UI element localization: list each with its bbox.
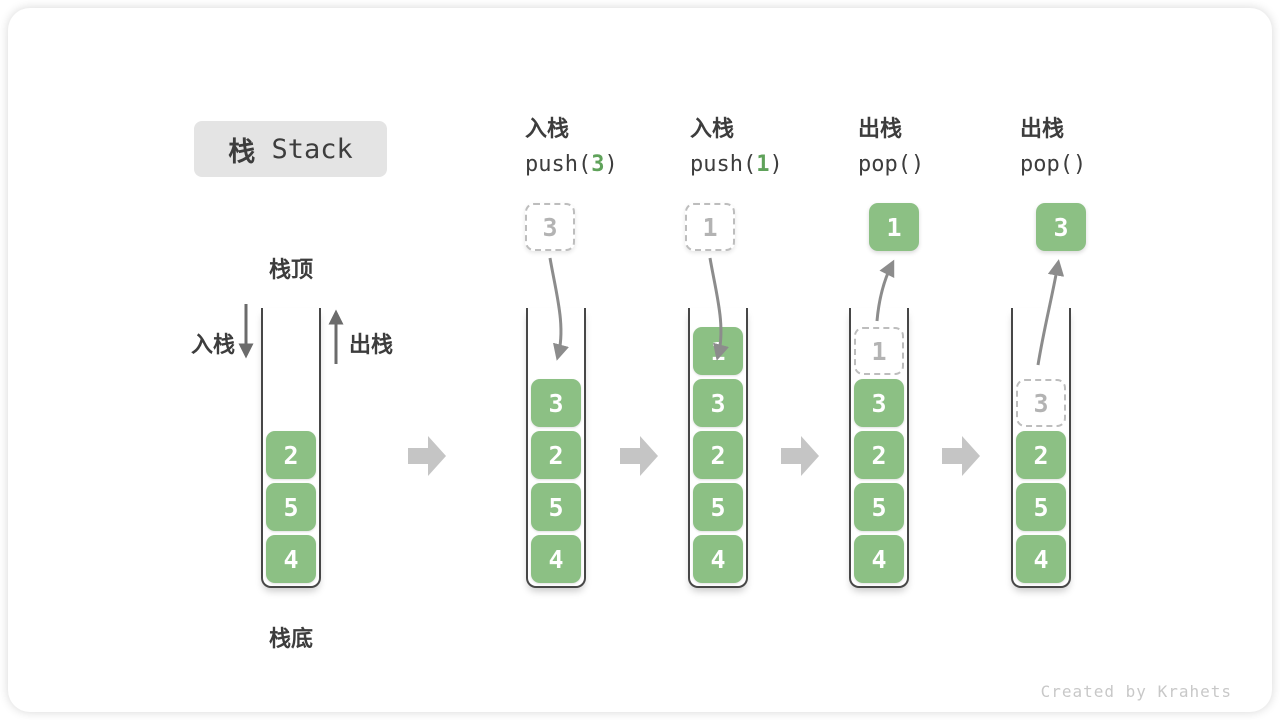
floating-push-value-3: 3 [525,203,575,251]
label-stack-top: 栈顶 [269,258,314,283]
code-arg: 3 [591,152,605,177]
op-action: 入栈 [690,117,735,142]
op-label-pop-second: 出栈 pop() [1020,115,1086,185]
stack4-ghost-cell: 1 [854,327,904,375]
diagram-card: 栈 Stack 入栈 push(3) 入栈 push(1) 出栈 pop() 出… [8,8,1272,712]
title-en: Stack [255,133,353,165]
stack3-cell: 2 [693,431,743,479]
stack4-cell: 2 [854,431,904,479]
floating-popped-value-1: 1 [869,203,919,251]
label-push-side: 入栈 [191,333,236,358]
stack2-cell: 4 [531,535,581,583]
code-post: ) [604,152,618,177]
stack3-cell: 5 [693,483,743,531]
stack3-cell: 3 [693,379,743,427]
floating-push-value-1: 1 [685,203,735,251]
code-pre: pop( [1020,152,1073,177]
stack5-cell: 5 [1016,483,1066,531]
title-zh: 栈 [228,136,256,168]
code-pre: push( [525,152,592,177]
stack4-cell: 4 [854,535,904,583]
stack1-cell: 4 [266,535,316,583]
code-pre: pop( [858,152,911,177]
stack5-cell: 4 [1016,535,1066,583]
code-pre: push( [690,152,757,177]
step-arrow-4 [942,436,980,476]
op-label-push1: 入栈 push(1) [690,115,783,185]
step-arrow-2 [620,436,658,476]
code-post: ) [910,152,925,177]
stack4-cell: 5 [854,483,904,531]
op-code: pop() [1020,145,1086,185]
op-action: 出栈 [858,117,903,142]
stack5-ghost-cell: 3 [1016,379,1066,427]
stack2-cell: 3 [531,379,581,427]
op-action: 出栈 [1020,117,1065,142]
op-code: push(3) [525,145,618,185]
stack2-cell: 2 [531,431,581,479]
code-post: ) [1072,152,1087,177]
op-label-push3: 入栈 push(3) [525,115,618,185]
label-pop-side: 出栈 [349,333,394,358]
op-label-pop-first: 出栈 pop() [858,115,924,185]
stack2-cell: 5 [531,483,581,531]
title-badge: 栈 Stack [194,121,387,177]
op-action: 入栈 [525,117,570,142]
code-arg: 1 [756,152,770,177]
watermark: Created by Krahets [1040,682,1232,701]
stack4-cell: 3 [854,379,904,427]
stack5-cell: 2 [1016,431,1066,479]
op-code: pop() [858,145,924,185]
floating-popped-value-3: 3 [1036,203,1086,251]
stack3-cell: 1 [693,327,743,375]
op-code: push(1) [690,145,783,185]
step-arrow-1 [408,436,446,476]
stack1-cell: 2 [266,431,316,479]
code-post: ) [769,152,783,177]
step-arrow-3 [781,436,819,476]
arrows-overlay [238,257,1065,476]
label-stack-bottom: 栈底 [269,627,314,652]
stack3-cell: 4 [693,535,743,583]
stack1-cell: 5 [266,483,316,531]
